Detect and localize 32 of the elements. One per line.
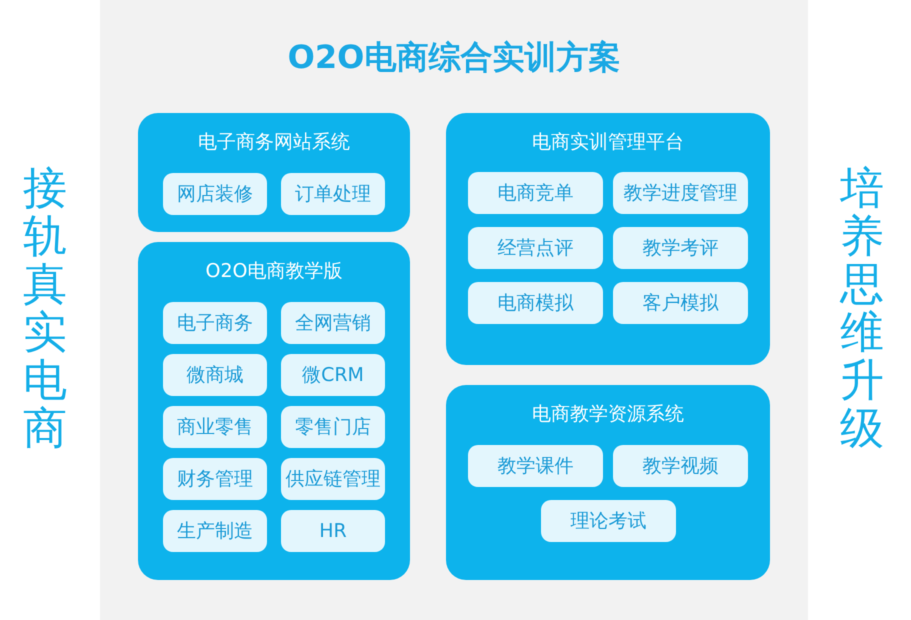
- module-box: 理论考试: [541, 500, 676, 542]
- module-box: 零售门店: [281, 406, 385, 448]
- group-panel: [138, 113, 410, 232]
- module-box: 教学课件: [468, 445, 603, 487]
- panel-heading: O2O电商教学版: [204, 259, 344, 284]
- module-box: 网店装修: [163, 173, 267, 215]
- module-box: 商业零售: [163, 406, 267, 448]
- module-box: 微商城: [163, 354, 267, 396]
- side-slogan: 培养思维升级: [838, 165, 885, 453]
- module-box: 教学考评: [613, 227, 748, 269]
- group-panel: [446, 385, 770, 580]
- module-box: 电商竞单: [468, 172, 603, 214]
- module-box: 全网营销: [281, 302, 385, 344]
- module-box: 微CRM: [281, 354, 385, 396]
- module-box: 电商模拟: [468, 282, 603, 324]
- panel-heading: 电子商务网站系统: [197, 130, 351, 155]
- module-box: HR: [281, 510, 385, 552]
- module-box: 教学视频: [613, 445, 748, 487]
- module-box: 电子商务: [163, 302, 267, 344]
- module-box: 教学进度管理: [613, 172, 748, 214]
- title: O2O电商综合实训方案: [286, 37, 622, 78]
- module-box: 客户模拟: [613, 282, 748, 324]
- group-panel: [446, 113, 770, 365]
- panel-heading: 电商实训管理平台: [531, 130, 685, 155]
- module-box: 经营点评: [468, 227, 603, 269]
- module-box: 财务管理: [163, 458, 267, 500]
- side-slogan: 接轨真实电商: [22, 165, 68, 453]
- module-box: 生产制造: [163, 510, 267, 552]
- group-panel: [138, 242, 410, 580]
- panel-heading: 电商教学资源系统: [531, 402, 685, 427]
- module-box: 订单处理: [281, 173, 385, 215]
- module-box: 供应链管理: [281, 458, 385, 500]
